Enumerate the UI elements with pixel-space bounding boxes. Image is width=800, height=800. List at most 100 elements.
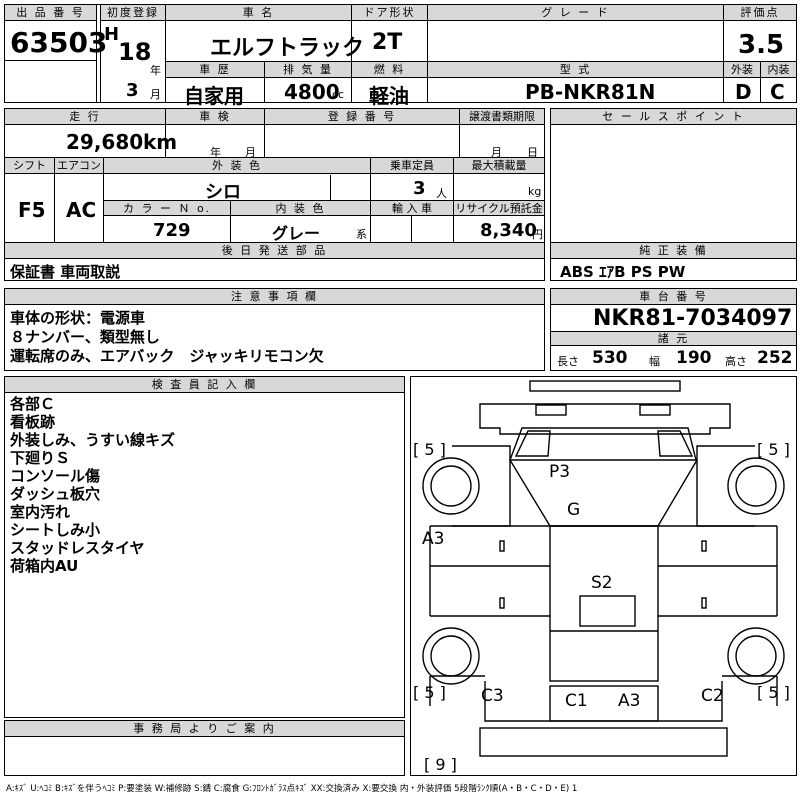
era-mark: H	[104, 24, 120, 45]
inspector-note: ダッシュ板穴	[10, 485, 101, 503]
mark-C3: C3	[481, 686, 504, 706]
sales-point-header: セ ー ル ス ポ イ ン ト	[551, 109, 796, 125]
history-header: 車 歴	[166, 62, 264, 78]
transfer-month-unit: 月	[491, 146, 502, 159]
door-header: ドア形状	[352, 5, 427, 21]
ext-color: シロ	[205, 182, 241, 203]
spare-tire: [ 9 ]	[424, 755, 457, 774]
door-type: 2T	[372, 30, 403, 55]
caution-line: 運転席のみ、エアバック ジャッキリモコン欠	[10, 347, 324, 365]
first-reg-header: 初度登録	[101, 5, 165, 21]
fuel: 軽油	[369, 84, 409, 108]
color-no: 729	[153, 220, 191, 241]
inspector-note: 下廻りＳ	[10, 449, 71, 467]
grade-header: グ レ ー ド	[428, 5, 723, 21]
aircon: AC	[66, 198, 97, 222]
car-name-header: 車 名	[166, 5, 351, 21]
mark-P3: P3	[549, 462, 571, 482]
reg-month: 3	[126, 80, 139, 101]
inspector-note: コンソール傷	[10, 467, 101, 485]
shift: F5	[18, 198, 46, 222]
later-parts-header: 後 日 発 送 部 品	[5, 243, 544, 259]
capacity: 3	[413, 178, 426, 199]
ext-color-header: 外 装 色	[104, 158, 370, 174]
mileage-unit: km	[143, 130, 178, 154]
displacement: 4800	[284, 80, 340, 104]
tire-rear-right: [ 5 ]	[757, 683, 790, 702]
inspector-note: 看板跡	[10, 413, 56, 431]
mark-S2: S2	[591, 573, 613, 593]
dimensions-header: 諸 元	[551, 332, 796, 346]
dim-width: 190	[676, 348, 712, 368]
mark-C2: C2	[701, 686, 724, 706]
sales-point-box	[550, 108, 797, 281]
chassis-header: 車 台 番 号	[551, 289, 796, 305]
lot-no-header: 出 品 番 号	[5, 5, 96, 21]
caution-header: 注 意 事 項 欄	[5, 289, 544, 305]
top-info-table	[4, 4, 797, 103]
inspector-note: 室内汚れ	[10, 503, 71, 521]
int-color-header: 内 装 色	[231, 201, 370, 216]
inspector-note: 外装しみ、うすい線キズ	[10, 431, 176, 449]
caution-line: ８ナンバー、類型無し	[10, 328, 160, 346]
legend: A:ｷｽﾞ U:ﾍｺﾐ B:ｷｽﾞを伴うﾍｺﾐ P:要塗装 W:補修跡 S:錆 …	[6, 784, 578, 794]
reg-year: 18	[118, 38, 152, 66]
inspector-header: 検 査 員 記 入 欄	[5, 377, 404, 393]
mark-A3-left: A3	[422, 529, 445, 549]
exterior-header: 外装	[724, 62, 760, 78]
max-load-header: 最大積載量	[454, 158, 544, 174]
displacement-unit: cc	[332, 88, 345, 101]
caution-line: 車体の形状：電源車	[10, 309, 146, 327]
score: 3.5	[738, 30, 785, 60]
car-name: エルフトラック	[210, 36, 365, 61]
inspector-box	[4, 376, 405, 718]
tire-front-right: [ 5 ]	[757, 440, 790, 459]
fuel-header: 燃 料	[352, 62, 427, 78]
later-parts: 保証書 車両取説	[10, 263, 121, 281]
mileage: 29,680	[66, 130, 144, 154]
damage-diagram-box	[410, 376, 797, 776]
capacity-header: 乗車定員	[371, 158, 453, 174]
history: 自家用	[184, 84, 244, 108]
interior-score: C	[770, 80, 785, 104]
dim-length-label: 長さ	[557, 355, 579, 368]
chassis-box	[550, 288, 797, 371]
dim-width-label: 幅	[649, 355, 660, 368]
model-code: PB-NKR81N	[525, 80, 656, 104]
tire-rear-left: [ 5 ]	[413, 683, 446, 702]
office-notice-header: 事 務 局 よ り ご 案 内	[5, 721, 404, 737]
displacement-header: 排 気 量	[265, 62, 351, 78]
inspection-header: 車 検	[166, 109, 264, 125]
int-color: グレー	[272, 224, 321, 243]
detail-table	[4, 108, 545, 281]
mark-G: G	[567, 500, 581, 520]
chassis-number: NKR81-7034097	[593, 306, 793, 331]
dim-height-label: 高さ	[725, 355, 747, 368]
transfer-day-unit: 日	[527, 146, 538, 159]
import-header: 輸 入 車	[371, 201, 453, 216]
inspection-year-unit: 年	[210, 146, 221, 159]
int-color-suffix: 系	[356, 228, 367, 241]
model-header: 型 式	[428, 62, 723, 78]
transfer-header: 譲渡書類期限	[460, 109, 544, 125]
recycle-header: リサイクル預託金	[454, 201, 544, 216]
shift-header: シフト	[5, 158, 54, 174]
score-header: 評価点	[724, 5, 796, 21]
interior-header: 内装	[761, 62, 796, 78]
inspection-month-unit: 月	[245, 146, 256, 159]
month-unit: 月	[150, 88, 161, 101]
inspector-note: 各部Ｃ	[10, 395, 56, 413]
dim-height: 252	[757, 348, 793, 368]
dim-length: 530	[592, 348, 628, 368]
inspector-note: スタッドレスタイヤ	[10, 539, 145, 557]
mark-C1: C1	[565, 691, 588, 711]
tire-front-left: [ 5 ]	[413, 440, 446, 459]
inspector-note: シートしみ小	[10, 521, 101, 539]
inspector-note: 荷箱内AU	[10, 557, 79, 575]
recycle-unit: 円	[532, 228, 543, 241]
reg-no-header: 登 録 番 号	[265, 109, 459, 125]
mileage-header: 走 行	[5, 109, 165, 125]
office-notice-box	[4, 720, 405, 776]
recycle-fee: 8,340	[480, 220, 537, 241]
mark-A3-rear: A3	[618, 691, 641, 711]
